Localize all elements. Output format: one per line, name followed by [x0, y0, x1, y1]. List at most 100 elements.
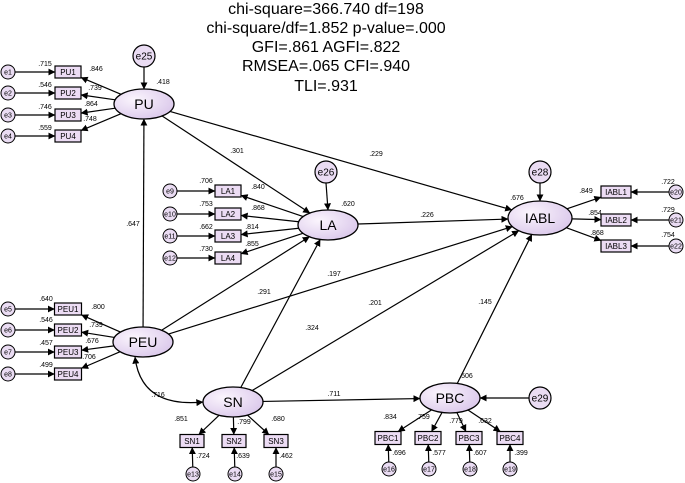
error-label-e18: e18	[464, 467, 476, 474]
r2-peu2: .546	[39, 317, 53, 324]
loading-arrow-la2	[240, 212, 299, 223]
loading-pu4: .748	[83, 116, 97, 123]
path-coef-sn-pbc: .711	[327, 391, 340, 398]
error-label-e29: e29	[532, 394, 549, 405]
r2-iabl1: .722	[661, 179, 675, 186]
indicator-label-pbc1: PBC1	[378, 434, 399, 443]
r2-pbc: .506	[459, 373, 473, 380]
path-coef-pu-la: .301	[230, 148, 244, 155]
loading-pu1: .846	[89, 66, 103, 73]
loading-arrow-iabl3	[566, 227, 602, 242]
r2-peu4: .499	[39, 362, 53, 369]
indicator-box-peu2	[53, 323, 83, 337]
labels-layer: .647.301.229.226.291.197.324.201.711.145…	[38, 61, 675, 460]
latent-pu	[113, 88, 175, 120]
latent-sn	[202, 386, 264, 418]
r2-pu1: .715	[38, 61, 52, 68]
indicator-box-pbc3	[455, 430, 483, 446]
r2-iabl2: .729	[661, 207, 675, 214]
r2-pu2: .546	[38, 82, 52, 89]
r2-pu: .418	[156, 79, 170, 86]
loading-arrow-pbc4	[467, 409, 501, 432]
loading-arrow-pu2	[80, 92, 116, 101]
path-coef-la-iabl: .226	[420, 212, 434, 219]
indicator-box-la2	[214, 207, 242, 221]
path-coef-pu-iabl: .229	[369, 151, 383, 158]
error-label-e9: e9	[166, 189, 174, 196]
error-label-e13: e13	[187, 472, 199, 479]
latent-label-sn: SN	[223, 394, 242, 410]
r2-pu4: .559	[38, 125, 52, 132]
error-circle-e8	[0, 366, 16, 382]
loading-peu4: .706	[82, 354, 96, 361]
loading-arrow-pu3	[80, 107, 116, 116]
error-label-e3: e3	[4, 113, 12, 120]
error-label-e20: e20	[670, 190, 682, 197]
error-label-e19: e19	[504, 467, 516, 474]
r2-pbc3: .607	[473, 450, 487, 457]
path-peu-to-la	[161, 236, 310, 331]
error-circle-e10	[162, 206, 178, 222]
indicator-box-iabl3	[600, 239, 632, 253]
error-label-e26: e26	[318, 168, 335, 179]
loading-pbc3: .779	[449, 418, 463, 425]
error-label-e2: e2	[4, 91, 12, 98]
r2-la3: .662	[199, 224, 213, 231]
error-circle-e20	[668, 184, 684, 200]
latent-label-la: LA	[319, 217, 337, 233]
indicator-label-la1: LA1	[221, 187, 236, 196]
fit-line-1: chi-square=366.740 df=198	[228, 1, 424, 18]
loading-la1: .840	[251, 184, 265, 191]
path-coef-peu-la: .291	[257, 289, 271, 296]
indicator-label-iabl1: IABL1	[605, 188, 627, 197]
fit-line-2: chi-square/df=1.852 p-value=.000	[206, 20, 445, 37]
error-label-e28: e28	[532, 168, 549, 179]
path-sn-to-pbc	[262, 395, 421, 403]
error-label-e12: e12	[164, 256, 176, 263]
loading-sn1: .851	[174, 416, 188, 423]
path-pu-to-la	[161, 115, 311, 214]
loading-arrow-pbc3	[456, 412, 467, 432]
loading-arrow-pu4	[80, 113, 122, 132]
error-circle-e3	[0, 107, 16, 123]
error-label-e14: e14	[229, 472, 241, 479]
path-coef-pbc-iabl: .145	[478, 299, 492, 306]
indicator-box-pu3	[54, 108, 82, 122]
indicator-label-la2: LA2	[221, 210, 236, 219]
error-arrow-e13	[188, 447, 196, 468]
latent-pbc	[419, 382, 481, 414]
latent-peu	[112, 326, 174, 358]
indicator-box-pu4	[54, 129, 82, 143]
loading-iabl1: .849	[579, 188, 593, 195]
path-la-to-iabl	[357, 215, 509, 225]
loading-arrow-sn1	[198, 414, 220, 435]
path-sn-to-iabl	[251, 230, 520, 391]
error-arrow-e18	[465, 444, 473, 463]
r2-pbc1: .696	[392, 450, 406, 457]
indicator-box-peu4	[53, 367, 83, 381]
indicator-box-pu2	[54, 86, 82, 100]
fit-line-3: GFI=.861 AGFI=.822	[252, 39, 401, 56]
error-circle-e29	[528, 386, 552, 410]
indicator-label-pu3: PU3	[60, 111, 76, 120]
r2-la4: .730	[199, 246, 213, 253]
loading-la4: .855	[245, 241, 259, 248]
indicator-box-pbc2	[414, 430, 442, 446]
indicator-box-sn2	[221, 433, 247, 449]
loading-la3: .814	[245, 224, 259, 231]
loading-arrow-peu2	[81, 329, 115, 339]
r2-pbc4: .399	[514, 450, 528, 457]
r2-la2: .753	[199, 201, 213, 208]
error-circle-e5	[0, 301, 16, 317]
indicator-box-peu1	[53, 302, 83, 316]
error-circle-e28	[528, 160, 552, 184]
loading-arrow-sn3	[247, 414, 270, 435]
error-circle-e7	[0, 344, 16, 360]
loading-arrow-iabl1	[566, 195, 602, 210]
error-circle-e9	[162, 183, 178, 199]
loading-pu2: .739	[88, 85, 102, 92]
indicator-box-pbc4	[496, 430, 524, 446]
indicator-label-pbc4: PBC4	[500, 434, 521, 443]
error-label-e5: e5	[4, 307, 12, 314]
